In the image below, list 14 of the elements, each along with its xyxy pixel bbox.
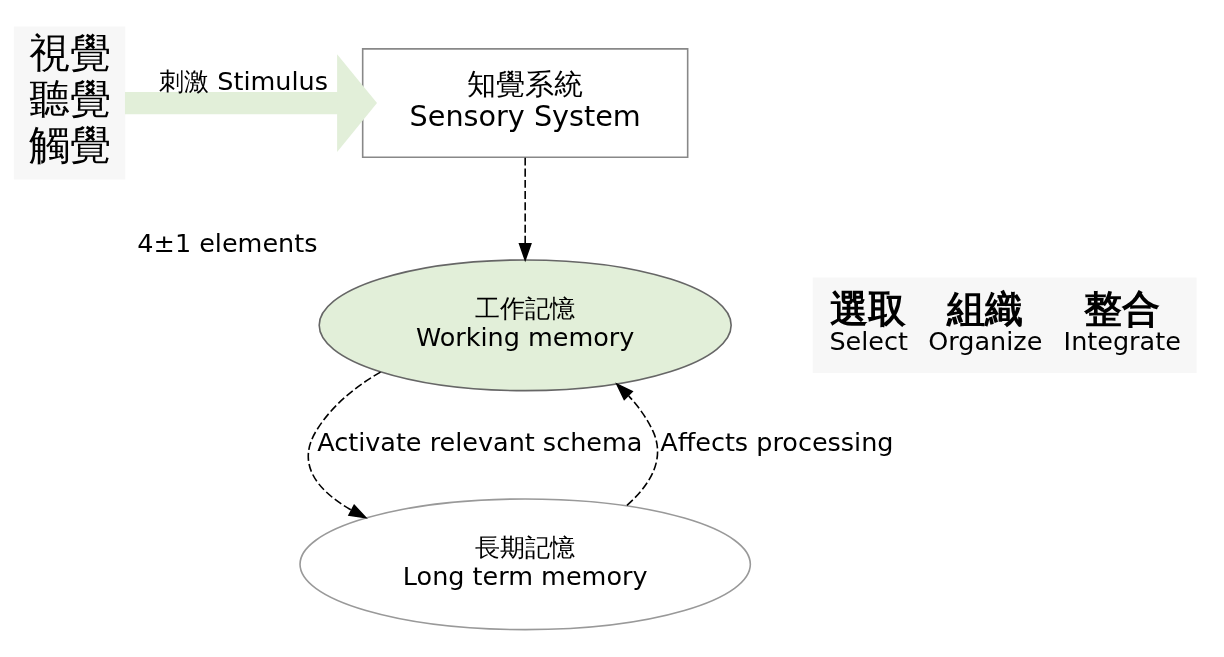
node-box: 知覺系統 Sensory System [361, 48, 689, 158]
node-ellipse: 工作記憶 Working memory [318, 259, 732, 392]
node-label: 4±1 elements [137, 227, 318, 258]
arrow [615, 382, 659, 507]
label: 選取 [830, 287, 907, 332]
label: 整合 [1083, 287, 1160, 332]
edge-label: 刺激 Stimulus [159, 65, 328, 96]
arrow [307, 371, 382, 519]
arrow [124, 54, 377, 152]
node-ellipse: 長期記憶 Long term memory [299, 498, 752, 631]
arrow [518, 156, 532, 263]
node-box: 視覺 聽覺 觸覺 [13, 26, 126, 180]
edge-label: Affects processing [660, 426, 894, 457]
edge-label: Activate relevant schema [317, 426, 643, 457]
